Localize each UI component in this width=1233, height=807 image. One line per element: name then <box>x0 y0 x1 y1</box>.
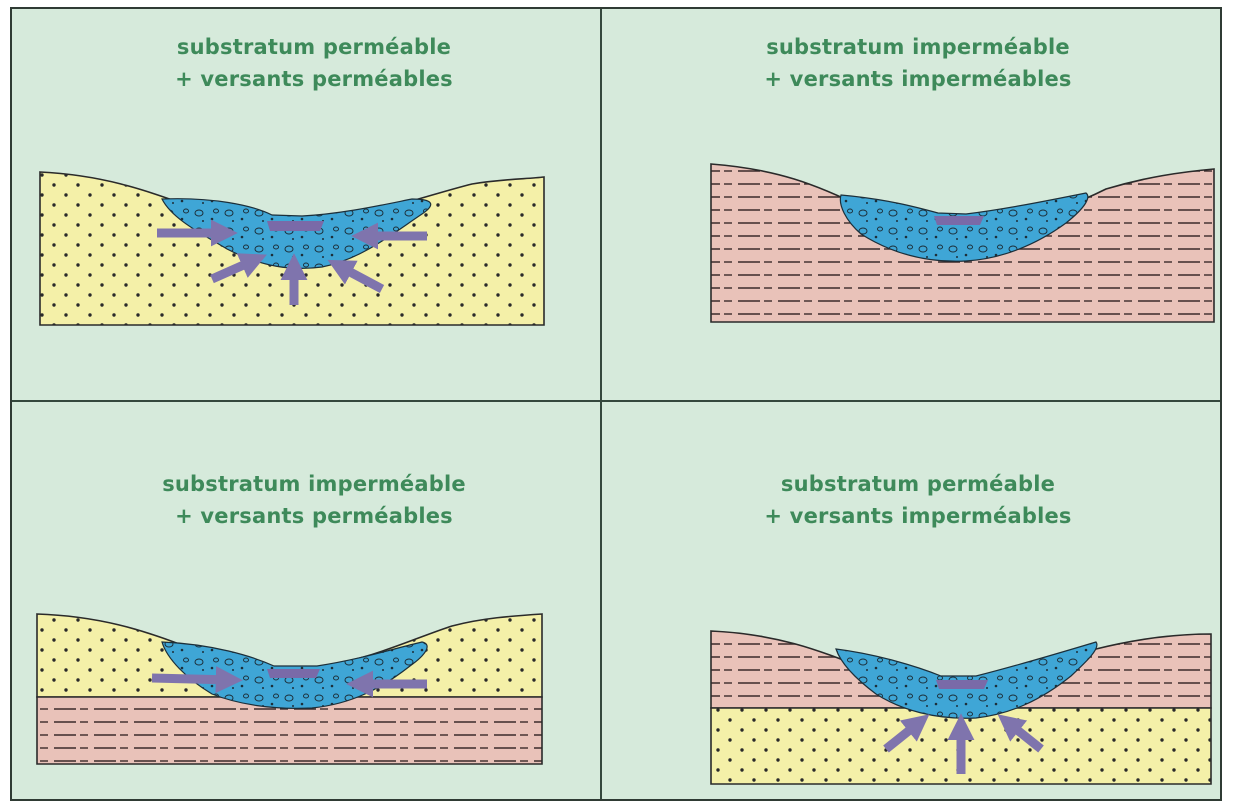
horizontal-divider <box>12 400 1220 402</box>
vertical-divider <box>600 9 602 799</box>
valley-cross-section <box>616 404 1222 807</box>
river <box>934 216 984 225</box>
figure-frame: substratum perméable + versants perméabl… <box>10 7 1222 801</box>
river <box>936 680 988 689</box>
panel-permeable-permeable: substratum perméable + versants perméabl… <box>12 9 616 404</box>
panel-impermeable-impermeable: substratum imperméable + versants imperm… <box>616 9 1220 404</box>
valley-cross-section <box>12 9 600 400</box>
panel-permeable-impermeable: substratum perméable + versants imperméa… <box>616 404 1220 799</box>
panel-impermeable-permeable: substratum imperméable + versants perméa… <box>12 404 616 799</box>
valley-cross-section <box>616 9 1222 400</box>
valley-cross-section <box>12 404 600 807</box>
river <box>267 221 324 231</box>
arrow-left-slope <box>152 678 232 680</box>
river <box>267 669 320 678</box>
